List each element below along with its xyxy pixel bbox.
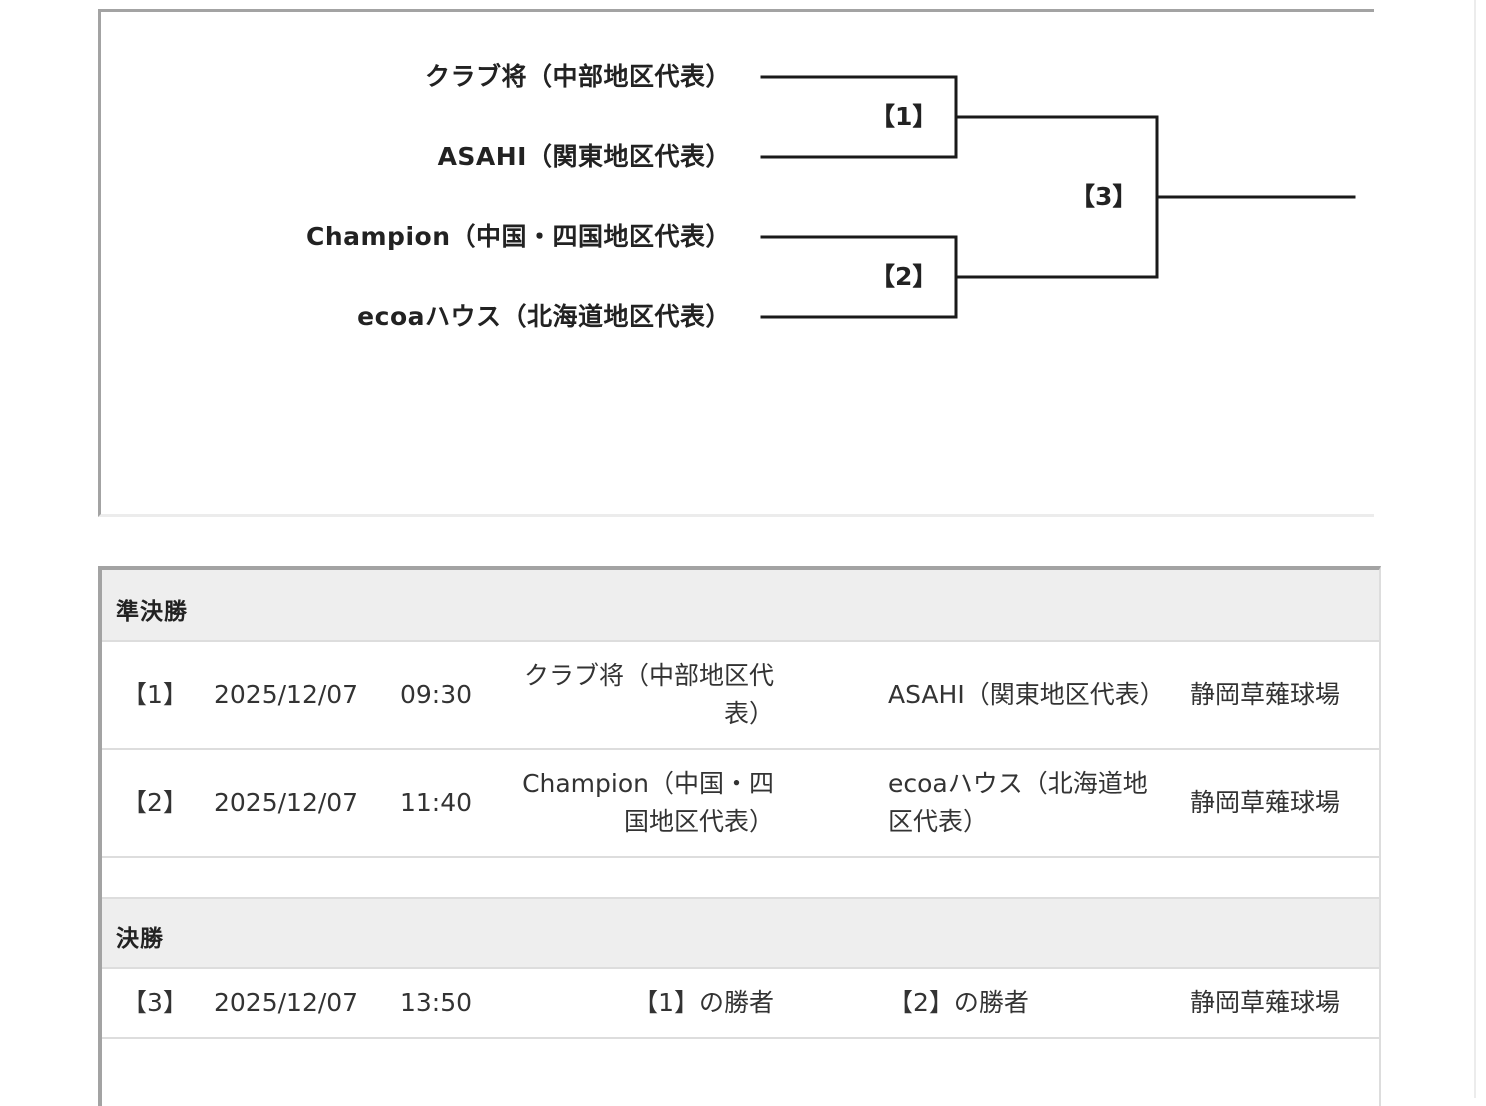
bracket-team-3: Champion（中国・四国地区代表） <box>305 222 731 251</box>
table-row: 【2】 2025/12/07 11:40 Champion（中国・四国地区代表）… <box>102 750 1379 858</box>
round-title: 決勝 <box>116 926 164 952</box>
match-number: 【2】 <box>122 788 188 817</box>
round-header-semifinal: 準決勝 <box>102 570 1379 642</box>
match-number: 【1】 <box>122 680 188 709</box>
venue: 静岡草薙球場 <box>1190 680 1341 709</box>
round-title: 準決勝 <box>116 599 188 625</box>
match-date: 2025/12/07 <box>214 788 359 817</box>
away-team: ASAHI（関東地区代表） <box>888 680 1165 709</box>
match-time: 13:50 <box>400 988 473 1017</box>
round-header-final: 決勝 <box>102 899 1379 969</box>
venue: 静岡草薙球場 <box>1190 788 1341 817</box>
bracket-team-1: クラブ将（中部地区代表） <box>424 62 731 91</box>
home-team: Champion（中国・四国地区代表） <box>522 769 774 836</box>
home-team: クラブ将（中部地区代表） <box>523 661 774 728</box>
bracket-team-2: ASAHI（関東地区代表） <box>437 142 731 171</box>
tournament-bracket: クラブ将（中部地区代表） ASAHI（関東地区代表） Champion（中国・四… <box>98 9 1374 517</box>
away-team: ecoaハウス（北海道地区代表） <box>888 769 1148 836</box>
bracket-match-label-2: 【2】 <box>870 262 938 291</box>
table-row: 【1】 2025/12/07 09:30 クラブ将（中部地区代表） ASAHI（… <box>102 642 1379 750</box>
bracket-match-label-3: 【3】 <box>1070 182 1138 211</box>
match-number: 【3】 <box>122 988 188 1017</box>
match-date: 2025/12/07 <box>214 988 359 1017</box>
home-team: 【1】の勝者 <box>633 988 774 1017</box>
table-spacer-row <box>102 858 1379 899</box>
match-date: 2025/12/07 <box>214 680 359 709</box>
match-schedule-table: 準決勝 【1】 2025/12/07 09:30 クラブ将（中部地区代表） AS… <box>98 566 1381 1106</box>
match-time: 09:30 <box>400 680 473 709</box>
venue: 静岡草薙球場 <box>1190 988 1341 1017</box>
bracket-match-label-1: 【1】 <box>870 102 938 131</box>
away-team: 【2】の勝者 <box>888 988 1029 1017</box>
bracket-lines <box>760 75 1356 319</box>
scrollbar-track[interactable] <box>1474 0 1476 1098</box>
table-row: 【3】 2025/12/07 13:50 【1】の勝者 【2】の勝者 静岡草薙球… <box>102 969 1379 1039</box>
bracket-team-4: ecoaハウス（北海道地区代表） <box>357 302 731 331</box>
match-time: 11:40 <box>400 788 473 817</box>
